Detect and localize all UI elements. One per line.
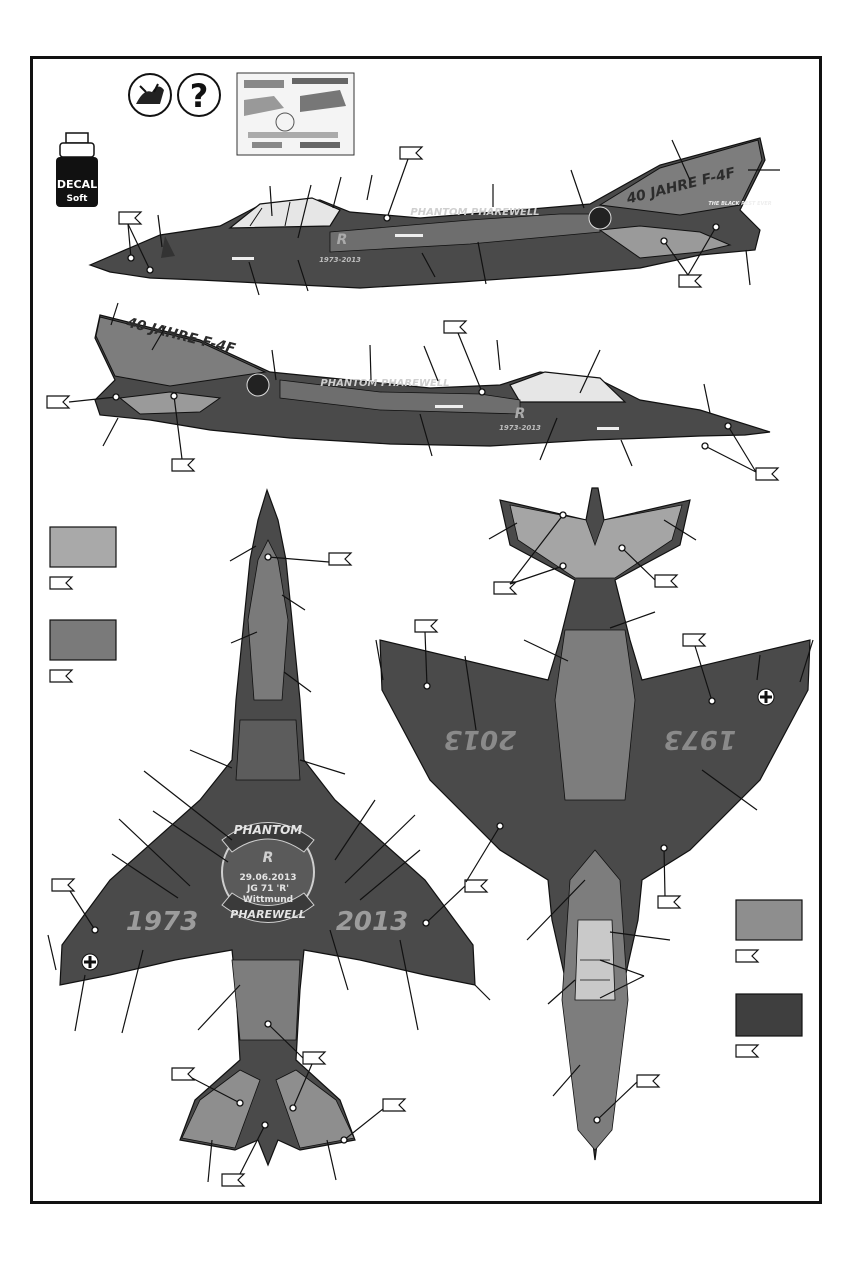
decal-soft-icon: DECAL Soft (56, 132, 98, 207)
svg-text:1973: 1973 (126, 907, 198, 937)
svg-text:PHANTOM PHAREWELL: PHANTOM PHAREWELL (410, 207, 539, 218)
svg-text:DECAL: DECAL (57, 178, 97, 191)
svg-text:PHANTOM PHAREWELL: PHANTOM PHAREWELL (320, 378, 449, 389)
bottom-view: 2013 1973 (379, 487, 811, 1161)
swatch-light-grey (49, 526, 117, 568)
svg-text:1973-2013: 1973-2013 (319, 256, 361, 264)
svg-text:THE BLACK REST EVER: THE BLACK REST EVER (708, 201, 771, 207)
svg-text:PHAREWELL: PHAREWELL (230, 908, 305, 921)
swatch-dark-grey (735, 993, 803, 1037)
question-icon: ? (177, 73, 221, 117)
svg-text:Soft: Soft (67, 194, 89, 204)
svg-text:JG 71 'R': JG 71 'R' (246, 884, 289, 894)
side-view-right: PHANTOM PHAREWELL 1973-2013 40 JAHRE F-4… (94, 314, 771, 447)
swatch-grey-right (735, 899, 803, 941)
svg-text:Wittmund: Wittmund (243, 895, 293, 905)
svg-text:R: R (263, 850, 274, 866)
leader-lines (47, 139, 814, 1183)
callouts (46, 146, 779, 1187)
svg-text:2013: 2013 (444, 724, 516, 754)
svg-text:1973-2013: 1973-2013 (499, 424, 541, 432)
svg-text:?: ? (190, 77, 209, 115)
masking-icon (128, 73, 172, 117)
svg-text:R: R (337, 232, 348, 248)
svg-text:2013: 2013 (336, 907, 408, 937)
svg-text:29.06.2013: 29.06.2013 (240, 873, 297, 883)
side-view-left: PHANTOM PHAREWELL 1973-2013 40 JAHRE F-4… (88, 137, 772, 289)
svg-text:R: R (515, 406, 526, 422)
swatch-legend (49, 526, 803, 1058)
decal-sheet-thumbnail (236, 72, 355, 156)
svg-text:PHANTOM: PHANTOM (234, 823, 303, 837)
svg-text:1973: 1973 (664, 724, 736, 754)
swatch-medium-grey (49, 619, 117, 661)
top-view: PHANTOM R 29.06.2013 JG 71 'R' Wittmund … (59, 488, 476, 1167)
